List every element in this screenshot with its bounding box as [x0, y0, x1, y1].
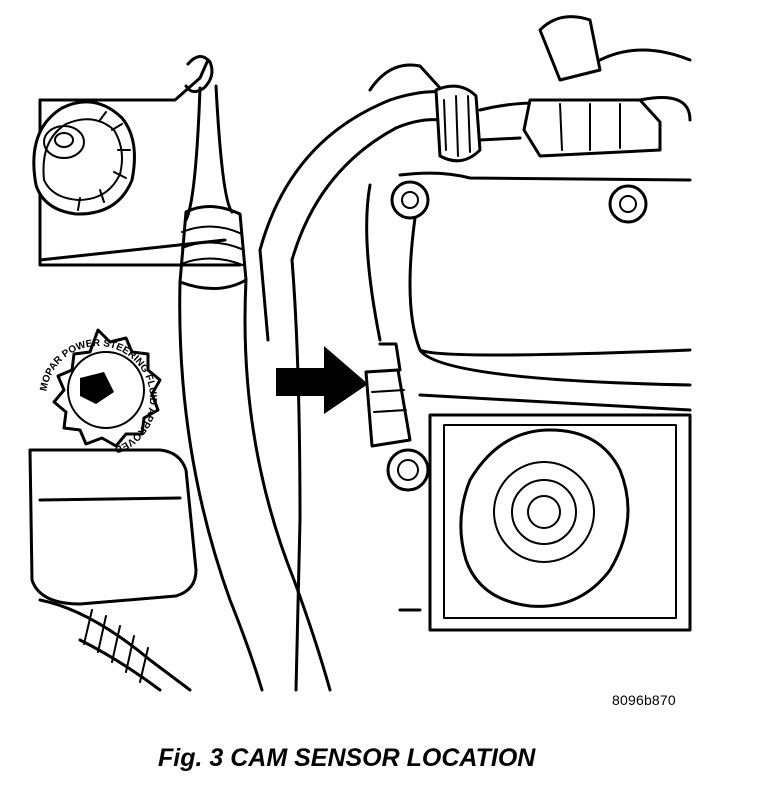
reservoir-cap: MOPAR POWER STEERING FLUID APPROVED — [38, 328, 162, 455]
cam-sensor-arrow — [276, 346, 368, 414]
sensor-connector — [368, 15, 692, 163]
figure-code: 8096b870 — [612, 692, 676, 708]
figure-caption: Fig. 3 CAM SENSOR LOCATION — [158, 744, 536, 772]
cam-sensor — [364, 342, 412, 448]
upper-hose — [258, 90, 446, 692]
main-hose — [178, 55, 332, 692]
lower-ribbed-hose — [38, 598, 192, 692]
master-cylinder-cap — [32, 58, 242, 267]
engine-cover — [365, 171, 692, 492]
power-steering-reservoir — [28, 448, 198, 606]
oil-fill-cap — [398, 413, 692, 632]
